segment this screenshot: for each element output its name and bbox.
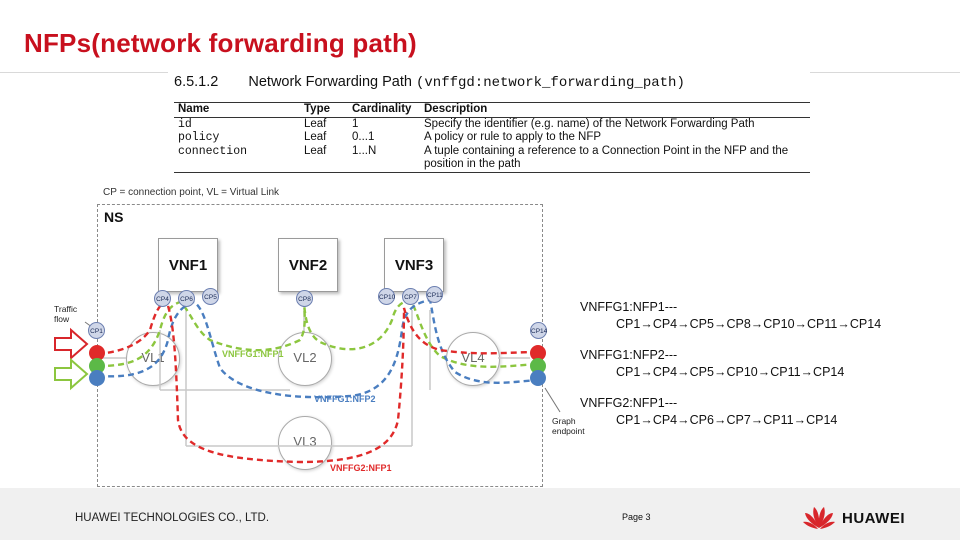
cp7-node: CP7 xyxy=(402,288,419,305)
cell-name: policy xyxy=(178,131,220,144)
path-vnffg2-nfp1 xyxy=(97,298,539,464)
endpoint-blue-right xyxy=(530,370,546,386)
nfp-name: VNFFG2:NFP1--- xyxy=(580,396,678,410)
vnf3-label: VNF3 xyxy=(394,257,434,274)
traffic-arrow-red xyxy=(54,327,89,361)
table-row: policy Leaf 0...1 A policy or rule to ap… xyxy=(174,131,810,145)
cp14-node: CP14 xyxy=(530,322,547,339)
cp4-node: CP4 xyxy=(154,290,171,307)
col-type: Type xyxy=(300,102,348,118)
company-name: HUAWEI TECHNOLOGIES CO., LTD. xyxy=(75,512,270,524)
cell-type: Leaf xyxy=(300,144,348,173)
cp10-node: CP10 xyxy=(378,288,395,305)
ns-label: NS xyxy=(104,209,124,225)
cp5-node: CP5 xyxy=(202,288,219,305)
page-number: Page 3 xyxy=(622,512,651,522)
endpoint-red-left xyxy=(89,345,105,361)
vl4-node: VL4 xyxy=(446,332,500,386)
vnf3-box: VNF3 xyxy=(384,238,444,292)
label-vnffg1-nfp2: VNFFG1:NFP2 xyxy=(314,394,376,404)
nfp-sequence: CP1→CP4→CP5→CP10→CP11→CP14 xyxy=(616,365,845,379)
vnf1-label: VNF1 xyxy=(168,257,208,274)
vnf2-label: VNF2 xyxy=(288,257,328,274)
cell-name: connection xyxy=(174,144,300,173)
cell-type: Leaf xyxy=(304,131,327,143)
cp11-node: CP11 xyxy=(426,286,443,303)
spec-excerpt: 6.5.1.2 Network Forwarding Path (vnffgd:… xyxy=(168,72,810,176)
nfp-name: VNFFG1:NFP2--- xyxy=(580,348,678,362)
virtual-link-wires xyxy=(100,308,530,447)
vl4-label: VL4 xyxy=(461,350,485,365)
huawei-logo-icon xyxy=(803,507,835,529)
col-description: Description xyxy=(420,102,810,118)
cp6-node: CP6 xyxy=(178,290,195,307)
cell-card: 0...1 xyxy=(352,131,375,143)
brand-name: HUAWEI xyxy=(842,510,905,527)
page-title: NFPs(network forwarding path) xyxy=(24,28,417,58)
traffic-arrow-green xyxy=(54,357,89,391)
attribute-table: Name Type Cardinality Description id Lea… xyxy=(174,102,810,173)
traffic-flow-label: Traffic flow xyxy=(54,304,78,324)
nfp-sequence: CP1→CP4→CP6→CP7→CP11→CP14 xyxy=(616,413,838,427)
label-vnffg1-nfp1: VNFFG1:NFP1 xyxy=(222,349,284,359)
cp1-node: CP1 xyxy=(88,322,105,339)
cp-vl-legend: CP = connection point, VL = Virtual Link xyxy=(103,187,280,198)
section-number: 6.5.1.2 xyxy=(174,74,219,90)
endpoint-blue-left xyxy=(89,370,105,386)
table-row: id Leaf 1 Specify the identifier (e.g. n… xyxy=(174,117,810,131)
path-vnffg1-nfp2 xyxy=(97,298,539,399)
col-cardinality: Cardinality xyxy=(348,102,420,118)
cell-card: 1...N xyxy=(348,144,420,173)
vnf1-box: VNF1 xyxy=(158,238,218,292)
cell-desc: A tuple containing a reference to a Conn… xyxy=(420,144,810,173)
endpoint-red-right xyxy=(530,345,546,361)
nfp-sequence: CP1→CP4→CP5→CP8→CP10→CP11→CP14 xyxy=(616,317,882,331)
cp8-node: CP8 xyxy=(296,290,313,307)
cell-desc: Specify the identifier (e.g. name) of th… xyxy=(424,117,755,130)
cell-type: Leaf xyxy=(304,117,327,130)
cell-name: id xyxy=(178,117,192,131)
vnf2-box: VNF2 xyxy=(278,238,338,292)
label-vnffg2-nfp1: VNFFG2:NFP1 xyxy=(330,463,392,473)
section-title: Network Forwarding Path xyxy=(248,74,412,90)
nfp-sequence-list: VNFFG1:NFP1--- CP1→CP4→CP5→CP8→CP10→CP11… xyxy=(580,299,881,443)
spec-heading: 6.5.1.2 Network Forwarding Path (vnffgd:… xyxy=(174,74,685,91)
vl2-label: VL2 xyxy=(293,350,317,365)
table-header-row: Name Type Cardinality Description xyxy=(174,102,810,118)
path-vnffg1-nfp1 xyxy=(97,298,539,368)
cell-card: 1 xyxy=(352,117,359,130)
footer-bar xyxy=(0,488,960,540)
col-name: Name xyxy=(174,102,300,118)
nfp-name: VNFFG1:NFP1--- xyxy=(580,300,678,314)
section-code: (vnffgd:network_forwarding_path) xyxy=(416,75,685,91)
vl2-node: VL2 xyxy=(278,332,332,386)
cell-desc: A policy or rule to apply to the NFP xyxy=(424,131,602,143)
table-row: connection Leaf 1...N A tuple containing… xyxy=(174,144,810,173)
graph-endpoint-pointer xyxy=(544,387,561,413)
graph-endpoint-label: Graph endpoint xyxy=(552,416,585,436)
